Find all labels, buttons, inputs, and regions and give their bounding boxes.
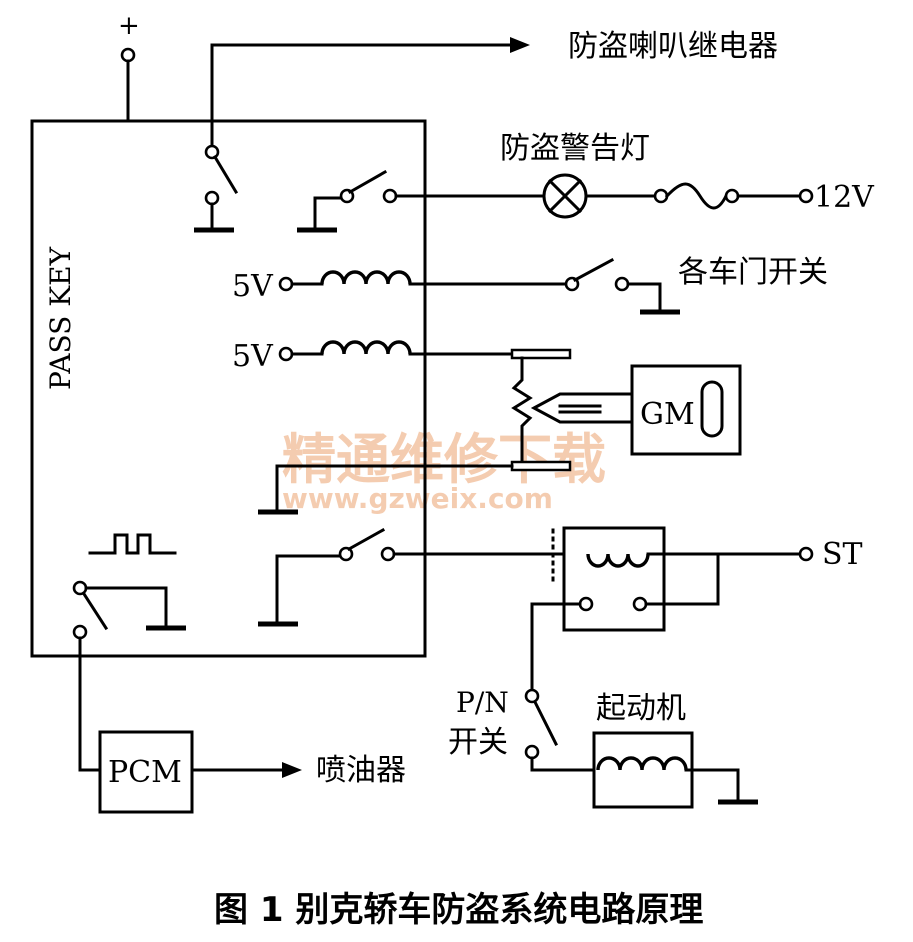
watermark-chinese: 精通维修下载 <box>282 428 606 491</box>
warning-lamp-icon <box>542 173 588 219</box>
injector-label: 喷油器 <box>316 753 406 788</box>
12v-label: 12V <box>814 180 875 215</box>
gm-key-icon <box>630 364 742 456</box>
warning-lamp-switch <box>297 169 545 233</box>
pcm-label: PCM <box>108 755 182 790</box>
5v-label-bottom: 5V <box>232 339 274 374</box>
pwm-signal-icon <box>88 533 177 555</box>
injector-arrow <box>282 762 302 778</box>
pn-switch-label-bottom: 开关 <box>448 725 508 760</box>
fuse-icon <box>584 182 814 210</box>
starter-motor <box>592 731 758 809</box>
horn-relay-label: 防盗喇叭继电器 <box>568 29 778 64</box>
door-switches-label: 各车门开关 <box>678 255 828 290</box>
st-label: ST <box>822 537 863 572</box>
key-contact-icon <box>530 392 638 424</box>
door-coil-circuit <box>278 257 680 315</box>
horn-relay-switch <box>194 37 530 233</box>
pn-switch <box>524 688 598 772</box>
plus-label: + <box>118 11 140 41</box>
pcm-box <box>98 730 194 814</box>
starter-enable-switch <box>258 527 590 627</box>
warning-lamp-label: 防盗警告灯 <box>500 131 650 166</box>
starter-relay <box>530 526 814 692</box>
passkey-label: PASS KEY <box>44 246 77 390</box>
passkey-module-box <box>30 119 427 658</box>
pn-switch-label-top: P/N <box>456 686 509 719</box>
starter-label: 起动机 <box>596 691 686 726</box>
plus-terminal <box>120 47 136 63</box>
watermark-url: www.gzweix.com <box>282 482 553 515</box>
5v-label-top: 5V <box>232 269 274 304</box>
pcm-enable-switch <box>72 580 186 772</box>
figure-caption: 图 1 别克轿车防盗系统电路原理 <box>214 890 703 930</box>
key-resistor-circuit <box>258 340 572 515</box>
gm-label: GM <box>640 397 695 432</box>
